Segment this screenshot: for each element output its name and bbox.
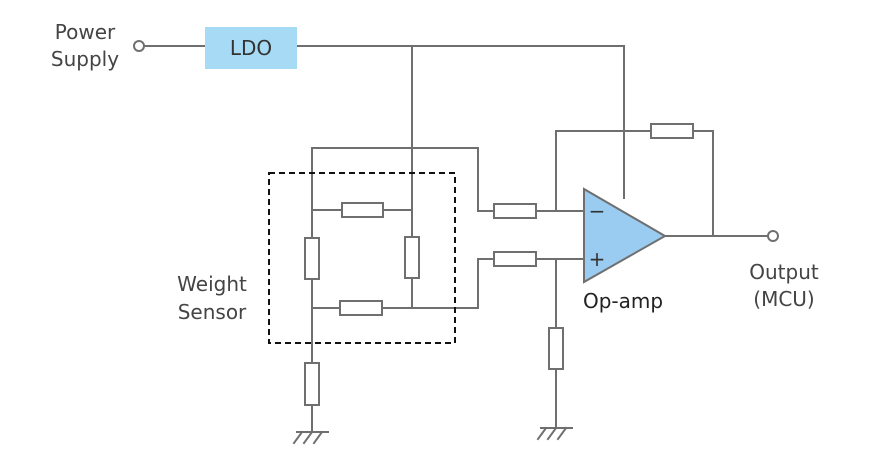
output-label-line1: Output: [749, 260, 819, 284]
wire-feedback-left: [555, 130, 652, 212]
resistor-minus-input: [493, 203, 537, 219]
ldo-label: LDO: [230, 36, 272, 60]
wires: [143, 45, 769, 431]
op-amp-triangle: [583, 187, 668, 284]
weight-sensor-label-line1: Weight: [177, 272, 247, 296]
op-amp-plus-sign: +: [589, 247, 606, 271]
weight-sensor-label-line2: Sensor: [178, 300, 247, 324]
resistor-ground-left: [304, 362, 320, 406]
wire-feedback-right: [692, 130, 714, 237]
resistor-bridge-right: [404, 236, 420, 279]
resistor-bridge-bottom: [339, 300, 383, 316]
output-label-line2: (MCU): [753, 287, 814, 311]
power-supply-terminal: [133, 40, 145, 52]
resistor-plus-ground: [548, 327, 564, 370]
wire-bridge-top: [311, 147, 495, 212]
ground-symbol-right: [536, 426, 573, 441]
resistor-bridge-top: [341, 202, 384, 218]
power-supply-label-line1: Power: [55, 20, 116, 44]
ldo-block: [205, 27, 297, 69]
weight-sensor-box: [268, 172, 456, 344]
resistor-plus-input: [493, 251, 537, 267]
resistor-feedback: [650, 123, 694, 139]
op-amp-label: Op-amp: [583, 289, 663, 313]
wire-bridge-bottom: [381, 258, 495, 309]
power-supply-label-line2: Supply: [51, 47, 119, 71]
output-terminal: [767, 230, 779, 242]
resistors: [304, 123, 694, 406]
op-amp-minus-sign: −: [589, 199, 606, 223]
resistor-bridge-left: [304, 237, 320, 280]
ground-symbol-left: [292, 430, 329, 445]
